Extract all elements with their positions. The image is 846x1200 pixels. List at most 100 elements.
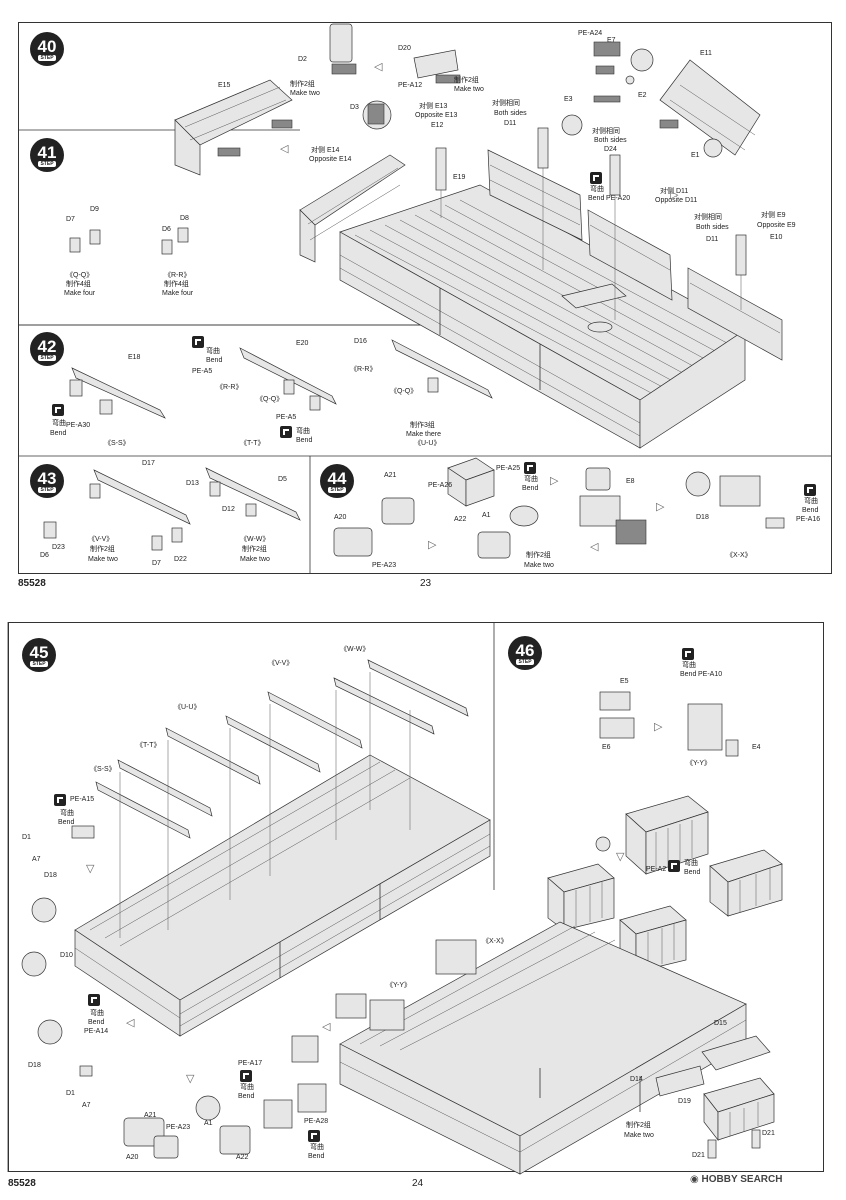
make-four-cn: 制作4组 [66,281,91,288]
view-ss: 《S-S》 [90,766,116,773]
assembly-arrow-icon: ▽ [186,1073,195,1085]
make-two: Make two [240,556,270,563]
part-d7: D7 [152,560,161,567]
part-d8: D8 [180,215,189,222]
view-qq: 《Q-Q》 [390,388,418,395]
part-pe-a23: PE-A23 [372,562,397,569]
step-46-badge: 46 STEP [508,636,542,670]
part-d5: D5 [278,476,287,483]
part-d21: D21 [762,1130,775,1137]
step-label: STEP [328,486,346,493]
view-vv: 《V-V》 [88,536,114,543]
part-e3: E3 [564,96,573,103]
view-uu: 《U-U》 [174,704,201,711]
part-d13: D13 [186,480,199,487]
step-46-drawing [123,691,783,1175]
bend-cn: 弯曲 [52,420,66,427]
bend-icon [524,462,536,474]
bend-cn: 弯曲 [60,810,74,817]
part-pe-a16: PE-A16 [796,516,821,523]
bend: Bend [296,437,313,444]
make-two-cn: 制作2组 [626,1122,651,1129]
part-e7: E7 [607,37,616,44]
both-sides: Both sides [696,224,729,231]
part-a1: A1 [204,1120,213,1127]
watermark: ◉ HOBBY SEARCH [690,1174,782,1185]
part-pe-a2: PE-A2 [646,866,667,873]
step-43-badge: 43 STEP [30,464,64,498]
view-vv: 《V-V》 [268,660,294,667]
make-two: Make two [624,1132,654,1139]
bend: Bend [206,357,223,364]
make-four: Make four [162,290,194,297]
catalog-number: 85528 [8,1178,36,1189]
view-ww: 《W-W》 [340,646,370,653]
part-d1: D1 [66,1090,75,1097]
part-pe-a28: PE-A28 [304,1118,329,1125]
bend: Bend [58,819,75,826]
assembly-arrow-icon: ▽ [616,851,625,863]
part-pe-a15: PE-A15 [70,796,95,803]
bend: Bend [802,507,819,514]
part-d16: D16 [354,338,367,345]
make-two: Make two [88,556,118,563]
instruction-page-24: 45 STEP [0,600,846,1200]
instruction-page-23: 40 STEP [0,0,846,598]
bend-cn: 弯曲 [684,860,698,867]
both-sides-cn: 对侧相同 [694,214,722,221]
part-d7: D7 [66,216,75,223]
step-45-badge: 45 STEP [22,638,56,672]
view-yy: 《Y-Y》 [686,760,712,767]
part-d6: D6 [40,552,49,559]
step-label: STEP [30,660,48,667]
step-label: STEP [38,486,56,493]
part-d1: D1 [22,834,31,841]
page-number: 23 [420,578,432,589]
bend-icon [52,404,64,416]
part-a20: A20 [126,1154,139,1161]
make-three: Make there [406,431,442,438]
assembly-arrow-icon: ▷ [428,539,437,551]
part-d18: D18 [44,872,57,879]
bend: Bend [88,1019,105,1026]
bend: Bend [588,195,605,202]
view-uu: 《U-U》 [414,440,441,447]
part-e6: E6 [602,744,611,751]
step-number: 43 [37,468,57,488]
part-d14: D14 [630,1076,643,1083]
part-a22: A22 [236,1154,249,1161]
step-label: STEP [516,658,534,665]
make-two: Make two [524,562,554,569]
part-e12: E12 [431,122,444,129]
bend-icon [280,426,292,438]
part-a1: A1 [482,512,491,519]
bend-cn: 弯曲 [804,498,818,505]
bend: Bend [238,1093,255,1100]
section-dividers [7,622,495,1172]
assembly-arrow-icon: ▷ [656,501,665,513]
part-pe-a25: PE-A25 [496,465,521,472]
make-two: Make two [290,90,320,97]
bend-cn: 弯曲 [590,186,604,193]
step-label: STEP [38,160,56,167]
bend: Bend [680,671,697,678]
view-ss: 《S-S》 [104,440,130,447]
view-rr: 《R-R》 [164,272,191,279]
view-yy: 《Y-Y》 [386,982,412,989]
make-two-cn: 制作2组 [90,546,115,553]
step-number: 40 [37,36,57,56]
part-d3: D3 [350,104,359,111]
part-e8: E8 [626,478,635,485]
part-d23: D23 [52,544,65,551]
part-pe-a20: PE-A20 [606,195,631,202]
part-d12: D12 [222,506,235,513]
both-sides: Both sides [494,110,527,117]
opposite-d11-cn: 对侧 D11 [660,188,689,195]
step-41-badge: 41 STEP [30,138,64,172]
part-d15: D15 [714,1020,727,1027]
view-rr: 《R-R》 [350,366,377,373]
make-four: Make four [64,290,96,297]
page-number: 24 [412,1178,424,1189]
step-43-drawing [43,467,301,551]
part-e11: E11 [700,50,712,57]
